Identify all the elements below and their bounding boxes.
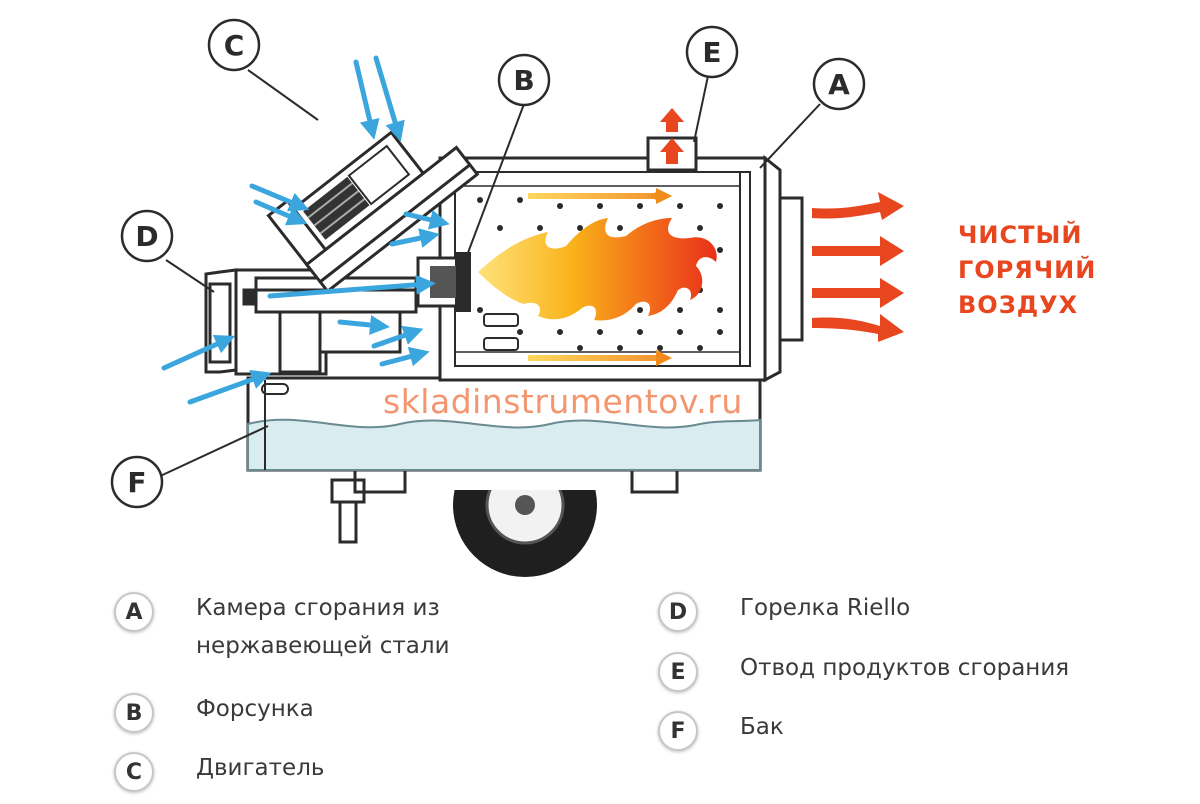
hot-air-line-1: ЧИСТЫЙ bbox=[958, 221, 1083, 249]
hot-air-line-2: ГОРЯЧИЙ bbox=[958, 256, 1097, 284]
legend-item-c: C Двигатель bbox=[114, 752, 324, 792]
hot-air-caption: ЧИСТЫЙ ГОРЯЧИЙ ВОЗДУХ bbox=[958, 218, 1096, 323]
label-d: D bbox=[135, 220, 158, 253]
legend-text-c: Двигатель bbox=[196, 755, 325, 781]
air-intake-arrows bbox=[161, 55, 450, 405]
legend-text-b: Форсунка bbox=[196, 696, 314, 722]
legend-text-f: Бак bbox=[740, 714, 784, 740]
label-f: F bbox=[127, 466, 146, 499]
diagram-labels: C B E A D F bbox=[110, 18, 866, 509]
legend-badge-e: E bbox=[658, 652, 698, 692]
legend-item-e: E Отвод продуктов сгорания bbox=[658, 652, 1069, 692]
legend-badge-f: F bbox=[658, 711, 698, 751]
legend-badge-a: A bbox=[114, 592, 154, 632]
legend-text-d: Горелка Riello bbox=[740, 595, 911, 621]
label-c: C bbox=[224, 29, 245, 62]
exhaust-outlet bbox=[646, 108, 698, 172]
leader-lines bbox=[155, 69, 821, 479]
legend-item-f: F Бак bbox=[658, 711, 784, 751]
legend-item-d: D Горелка Riello bbox=[658, 592, 910, 632]
legend-item-b: B Форсунка bbox=[114, 693, 314, 733]
label-a: A bbox=[828, 68, 850, 101]
legend-text-a-line1: Камера сгорания из bbox=[196, 595, 440, 621]
fuel-tank bbox=[246, 376, 762, 472]
legend-badge-c: C bbox=[114, 752, 154, 792]
watermark: skladinstrumentov.ru bbox=[383, 382, 743, 421]
hot-air-line-3: ВОЗДУХ bbox=[958, 291, 1079, 319]
label-e: E bbox=[702, 36, 721, 69]
flame bbox=[478, 188, 717, 366]
legend-badge-d: D bbox=[658, 592, 698, 632]
legend-badge-b: B bbox=[114, 693, 154, 733]
hot-air-arrows bbox=[812, 192, 904, 342]
legend-text-e: Отвод продуктов сгорания bbox=[740, 655, 1070, 681]
legend-text-a-line2: нержавеющей стали bbox=[196, 633, 450, 659]
legend-item-a: A Камера сгорания из нержавеющей стали bbox=[114, 592, 450, 665]
label-b: B bbox=[513, 64, 534, 97]
motor bbox=[266, 130, 480, 294]
legend-text-a: Камера сгорания из нержавеющей стали bbox=[196, 589, 450, 665]
